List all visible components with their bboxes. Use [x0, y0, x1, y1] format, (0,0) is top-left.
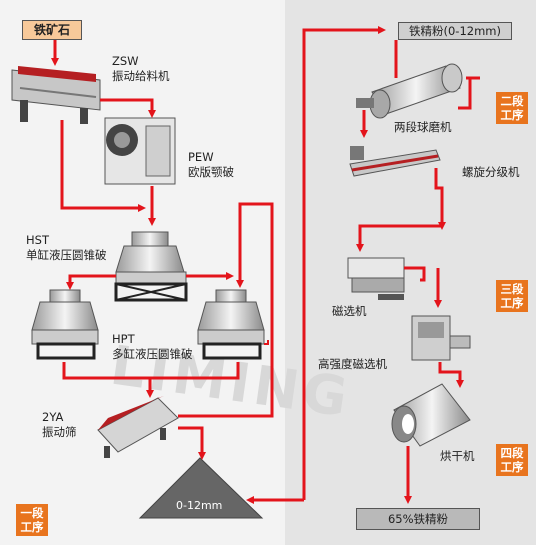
stage-three-line2: 工序 [500, 296, 524, 310]
vibrating-feeder-illustration [11, 66, 101, 124]
stage-two-line1: 二段 [500, 94, 524, 108]
stage-four-badge: 四段 工序 [496, 444, 528, 476]
pew-code: PEW [188, 150, 214, 164]
spiral-classifier-illustration [349, 146, 441, 177]
ball-mill-label: 两段球磨机 [394, 120, 452, 134]
magnetic-separator-label: 磁选机 [332, 304, 367, 318]
raw-material-box: 铁矿石 [22, 20, 82, 40]
zsw-name: 振动给料机 [112, 69, 170, 83]
high-intensity-separator-illustration [411, 315, 471, 361]
hpt-cone-crusher-right-illustration [197, 289, 265, 360]
classifier-label: 螺旋分级机 [462, 165, 520, 179]
pew-name: 欧版颚破 [188, 165, 234, 179]
stage-two-line2: 工序 [500, 108, 524, 122]
screen-name: 振动筛 [42, 425, 77, 439]
stage-two-badge: 二段 工序 [496, 92, 528, 124]
zsw-code: ZSW [112, 54, 139, 68]
stage-one-badge: 一段 工序 [16, 504, 48, 536]
high-intensity-separator-label: 高强度磁选机 [318, 357, 387, 371]
product-pile-triangle [138, 457, 264, 519]
hpt-code: HPT [112, 332, 135, 346]
stage-three-line1: 三段 [500, 282, 524, 296]
jaw-crusher-illustration [104, 117, 176, 185]
stage-one-line2: 工序 [20, 520, 44, 534]
magnetic-separator-illustration [347, 257, 405, 300]
hst-cone-crusher-illustration [114, 231, 188, 302]
hst-name: 单缸液压圆锥破 [26, 248, 107, 262]
stage-four-line2: 工序 [500, 460, 524, 474]
flow-arrows [51, 26, 480, 504]
pile-label: 0-12mm [176, 499, 223, 512]
hst-code: HST [26, 233, 49, 247]
stage-one-line1: 一段 [20, 506, 44, 520]
vibrating-screen-illustration [97, 396, 179, 458]
stage-four-line1: 四段 [500, 446, 524, 460]
ball-mill-illustration [356, 63, 463, 119]
rotary-dryer-illustration [391, 383, 471, 447]
screen-code: 2YA [42, 410, 64, 424]
hpt-cone-crusher-left-illustration [31, 289, 99, 360]
hpt-name: 多缸液压圆锥破 [112, 347, 193, 361]
dryer-label: 烘干机 [440, 449, 475, 463]
concentrate-top-box: 铁精粉(0-12mm) [398, 22, 512, 40]
stage-three-badge: 三段 工序 [496, 280, 528, 312]
final-product-box: 65%铁精粉 [356, 508, 480, 530]
